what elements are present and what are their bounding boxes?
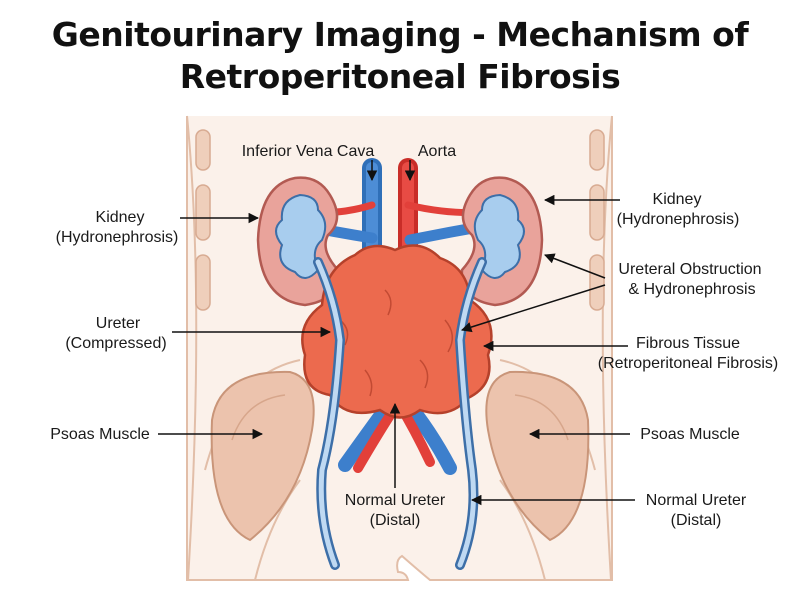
label-normal-ureter-center-2: (Distal) [370,512,421,529]
title-line-2: Retroperitoneal Fibrosis [179,57,621,96]
label-ivc: Inferior Vena Cava [242,143,375,160]
label-obstruction-2: & Hydronephrosis [628,281,755,298]
leader-obstruction-1 [544,253,606,279]
label-ureter-compressed-2: (Compressed) [65,335,166,352]
label-kidney-right-2: (Hydronephrosis) [617,211,740,228]
label-kidney-left-1: Kidney [96,209,145,226]
psoas-muscle-right [485,370,590,542]
label-psoas-left: Psoas Muscle [50,426,150,443]
label-ureter-compressed-1: Ureter [96,315,141,332]
label-obstruction-1: Ureteral Obstruction [618,261,761,278]
label-normal-ureter-center-1: Normal Ureter [345,492,446,509]
rib-muscle-band [195,129,211,171]
title-line-1: Genitourinary Imaging - Mechanism of [51,15,749,54]
diagram-title: Genitourinary Imaging - Mechanism of Ret… [0,14,800,98]
label-kidney-right-1: Kidney [653,191,702,208]
label-aorta: Aorta [418,143,456,160]
rib-muscle-band [589,184,605,241]
label-fibrous-tissue-2: (Retroperitoneal Fibrosis) [598,355,779,372]
label-psoas-right: Psoas Muscle [640,426,740,443]
label-normal-ureter-right-1: Normal Ureter [646,492,747,509]
rib-muscle-band [589,254,605,311]
psoas-muscle-left [210,370,315,542]
rib-muscle-band [195,254,211,311]
label-kidney-left-2: (Hydronephrosis) [56,229,179,246]
rib-muscle-band [195,184,211,241]
fibrous-tissue-mass [301,244,493,419]
rib-muscle-band [589,129,605,171]
label-fibrous-tissue-1: Fibrous Tissue [636,335,740,352]
leader-obstruction-2 [460,284,606,333]
label-normal-ureter-right-2: (Distal) [671,512,722,529]
